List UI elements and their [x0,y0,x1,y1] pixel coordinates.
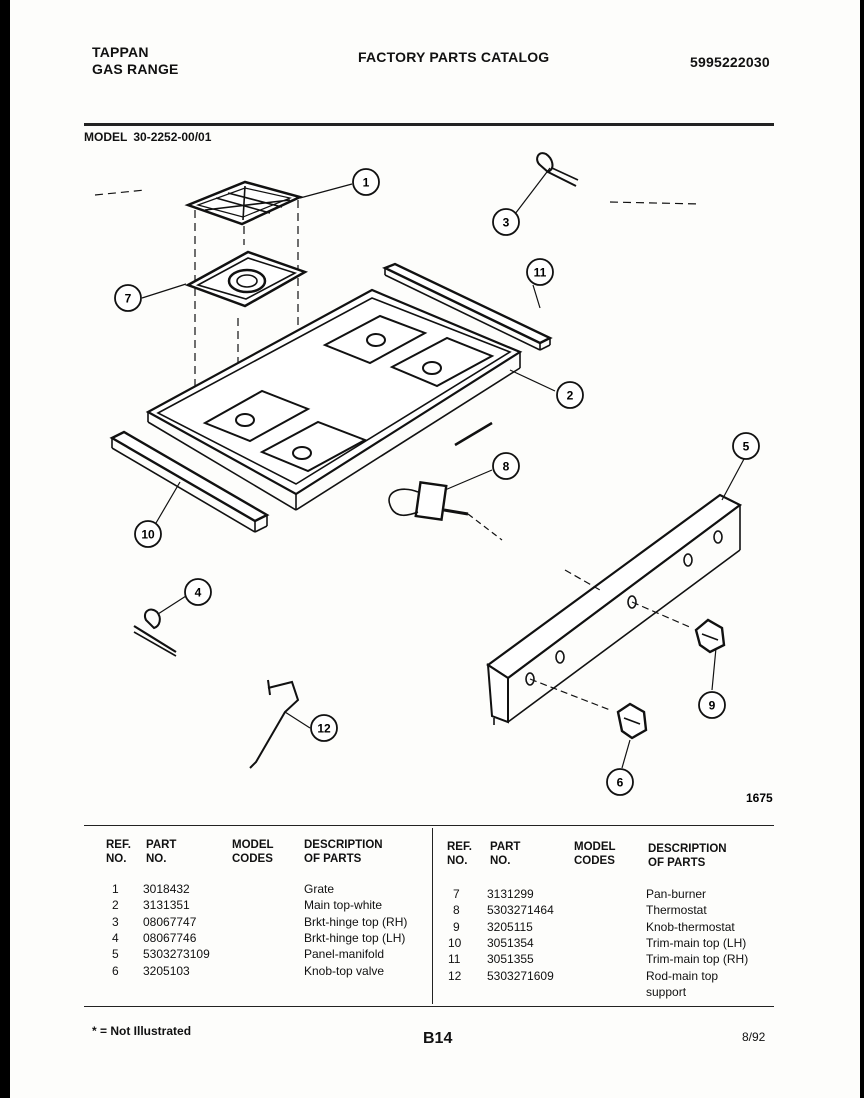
brand-name: TAPPAN [92,44,149,60]
svg-text:6: 6 [617,776,624,790]
trim-lh-drawing [109,430,270,533]
svg-text:11: 11 [534,266,547,280]
callout-11: 11 [526,258,554,286]
manifold-panel-drawing [486,493,743,725]
callout-7: 7 [114,284,142,312]
product-name: GAS RANGE [92,61,179,77]
rod-support-drawing [249,679,300,769]
col-ref-left: REF.NO. [106,839,131,865]
svg-text:8: 8 [503,460,510,474]
trim-rh-drawing [382,262,553,351]
catalog-page [10,0,860,1098]
thermostat-knob-drawing [694,618,726,654]
callout-4: 4 [184,578,212,606]
page-code: B14 [423,1030,453,1047]
grate-drawing [184,180,304,226]
burner-pan-drawing [184,250,309,308]
catalog-number: 5995222030 [690,54,770,70]
svg-text:7: 7 [125,292,132,306]
top-valve-knob-drawing [616,702,648,740]
svg-text:10: 10 [141,528,155,542]
svg-text:4: 4 [195,586,202,600]
page-title: FACTORY PARTS CATALOG [358,49,550,65]
col-ref-right: REF.NO. [447,841,472,867]
callout-3: 3 [492,208,520,236]
callout-1: 1 [352,168,380,196]
callout-2: 2 [556,381,584,409]
hinge-bracket-rh-drawing [536,152,579,187]
not-illustrated-note: * = Not Illustrated [92,1024,192,1038]
svg-text:2: 2 [567,389,574,403]
revision-date: 8/92 [742,1030,766,1044]
svg-text:12: 12 [317,722,331,736]
svg-text:9: 9 [709,699,716,713]
callout-12: 12 [310,714,338,742]
parts-table [84,825,774,1007]
callout-6: 6 [606,768,634,796]
callout-5: 5 [732,432,760,460]
figure-number: 1675 [746,791,773,805]
model-number: 30-2252-00/01 [133,130,212,144]
callout-9: 9 [698,691,726,719]
main-top-drawing [145,288,523,511]
svg-text:5: 5 [743,440,750,454]
svg-text:3: 3 [503,216,510,230]
model-label: MODEL [84,130,128,144]
table-column-divider [432,828,433,1004]
callout-10: 10 [134,520,162,548]
svg-text:1: 1 [363,176,370,190]
thermostat-drawing [388,421,503,541]
header-rule [84,123,774,126]
callouts: 1 2 3 4 5 6 7 8 9 10 11 12 [114,168,760,796]
callout-8: 8 [492,452,520,480]
hinge-bracket-lh-drawing [133,608,177,657]
model-line: MODEL 30-2252-00/01 [84,130,211,144]
